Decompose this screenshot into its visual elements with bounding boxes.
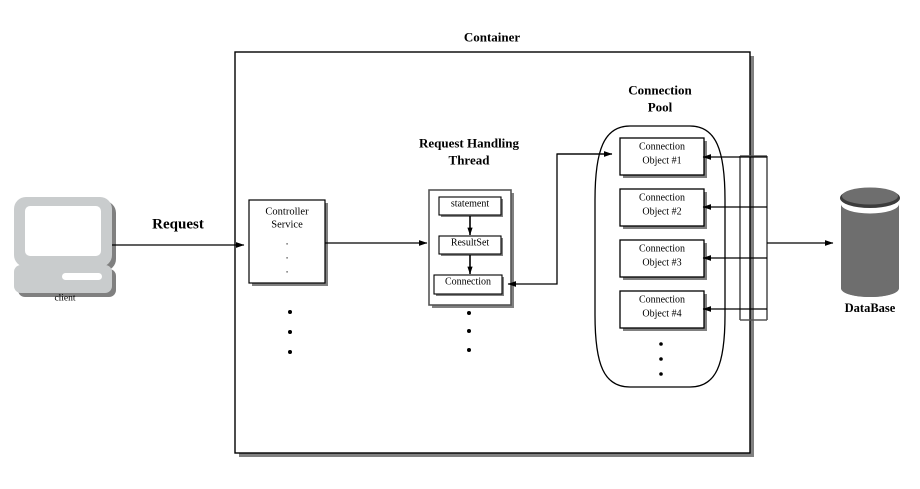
thread-vertical-ellipsis bbox=[467, 311, 471, 352]
thread-box: statement ResultSet Connection bbox=[428, 189, 514, 308]
connection-object-3-box bbox=[619, 239, 705, 278]
connection-object-4-line1: Connection bbox=[639, 294, 685, 305]
connection-object-2-line2: Object #2 bbox=[642, 206, 681, 217]
controller-vertical-ellipsis bbox=[288, 310, 292, 354]
client-base bbox=[14, 265, 112, 293]
pool-dot-3 bbox=[659, 372, 663, 376]
connection-object-2-box bbox=[619, 188, 705, 227]
controller-label-line1: Controller bbox=[265, 206, 309, 217]
client-icon bbox=[14, 197, 116, 297]
connection-object-2: Connection Object #2 bbox=[619, 188, 707, 229]
pool-dot-2 bbox=[659, 357, 663, 361]
database-icon bbox=[840, 187, 900, 297]
controller-ellipsis-1: . bbox=[286, 236, 289, 247]
controller-ellipsis-3: . bbox=[286, 264, 289, 275]
controller-dot-2 bbox=[288, 330, 292, 334]
controller-rect bbox=[248, 199, 326, 284]
thread-dot-1 bbox=[467, 311, 471, 315]
connection-pool-outline bbox=[594, 125, 726, 388]
connection-object-3-line2: Object #3 bbox=[642, 257, 681, 268]
connection-pool-title-line2: Pool bbox=[648, 100, 673, 115]
thread-dot-3 bbox=[467, 348, 471, 352]
client-label: client bbox=[54, 294, 75, 304]
request-handling-thread-title-line2: Thread bbox=[449, 153, 491, 168]
connection-object-4-line2: Object #4 bbox=[642, 308, 681, 319]
connection-box bbox=[433, 274, 503, 295]
resultset-box bbox=[438, 235, 502, 255]
connection-object-1: Connection Object #1 bbox=[619, 137, 707, 178]
pool-dot-1 bbox=[659, 342, 663, 346]
connection-object-1-line2: Object #1 bbox=[642, 155, 681, 166]
controller-dot-3 bbox=[288, 350, 292, 354]
connection-object-1-line1: Connection bbox=[639, 141, 685, 152]
controller-dot-1 bbox=[288, 310, 292, 314]
controller-service-box: Controller Service . . . bbox=[248, 199, 328, 286]
database-cylinder-body bbox=[841, 204, 899, 297]
container-title: Container bbox=[464, 30, 521, 45]
controller-label-line2: Service bbox=[271, 219, 303, 230]
request-handling-thread-title-line1: Request Handling bbox=[419, 136, 520, 151]
connection-object-1-box bbox=[619, 137, 705, 176]
thread-dot-2 bbox=[467, 329, 471, 333]
connection-object-2-line1: Connection bbox=[639, 192, 685, 203]
connection-pool-title-line1: Connection bbox=[628, 83, 692, 98]
client-monitor-screen bbox=[25, 206, 101, 256]
request-label: Request bbox=[152, 217, 204, 233]
statement-label: statement bbox=[451, 198, 490, 209]
database-bus bbox=[702, 154, 834, 321]
connection-object-4-box bbox=[619, 290, 705, 329]
resultset-label: ResultSet bbox=[451, 237, 490, 248]
connection-label: Connection bbox=[445, 276, 491, 287]
client-base-slot bbox=[62, 273, 102, 280]
controller-ellipsis-2: . bbox=[286, 250, 289, 261]
connection-object-3-line1: Connection bbox=[639, 243, 685, 254]
database-cylinder-top bbox=[842, 187, 898, 205]
connection-object-4: Connection Object #4 bbox=[619, 290, 707, 331]
database-cylinder-bottom bbox=[841, 279, 899, 297]
pool-vertical-ellipsis bbox=[659, 342, 663, 376]
database-label: DataBase bbox=[845, 301, 896, 315]
connection-object-3: Connection Object #3 bbox=[619, 239, 707, 280]
statement-box bbox=[438, 196, 502, 216]
